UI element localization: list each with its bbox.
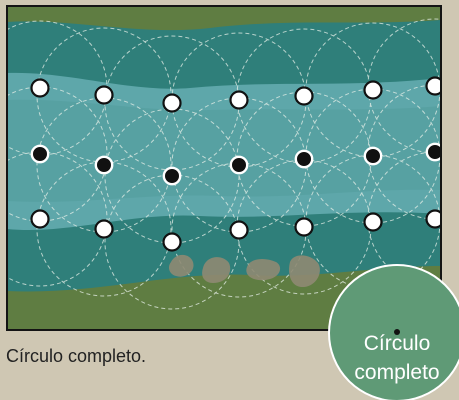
open-dot bbox=[164, 234, 181, 251]
badge-label-line-2: completo bbox=[354, 361, 439, 384]
open-dot bbox=[231, 222, 248, 239]
solid-dot bbox=[96, 157, 112, 173]
open-dot bbox=[231, 92, 248, 109]
complete-circle-badge: Círculo completo bbox=[329, 265, 459, 400]
open-dot bbox=[365, 82, 382, 99]
open-dot bbox=[296, 219, 313, 236]
solid-dot bbox=[296, 151, 312, 167]
open-dot bbox=[96, 221, 113, 238]
open-dot bbox=[164, 95, 181, 112]
solid-dot bbox=[231, 157, 247, 173]
solid-dot bbox=[365, 148, 381, 164]
open-dot bbox=[32, 211, 49, 228]
badge-label-line-1: Círculo bbox=[364, 332, 431, 355]
open-dot bbox=[365, 214, 382, 231]
solid-dot bbox=[164, 168, 180, 184]
open-dot bbox=[296, 88, 313, 105]
figure-caption: Círculo completo. bbox=[6, 346, 146, 367]
solid-dot bbox=[32, 146, 48, 162]
open-dot bbox=[96, 87, 113, 104]
open-dot bbox=[32, 80, 49, 97]
